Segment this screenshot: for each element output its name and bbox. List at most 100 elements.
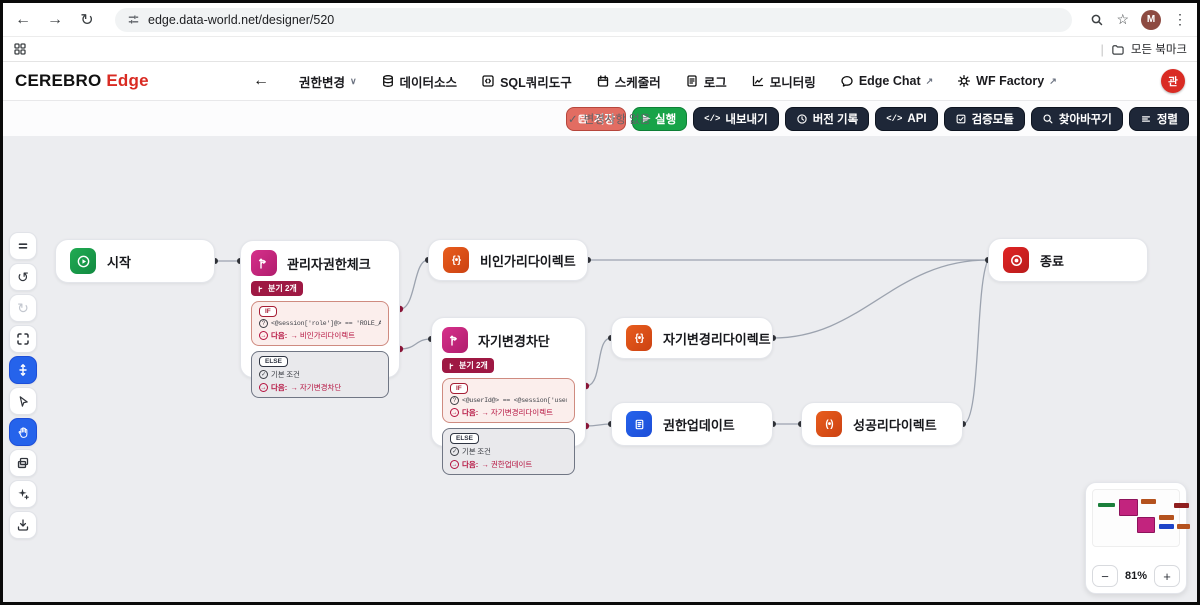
external-link-icon: ↗: [925, 75, 934, 86]
node-self-change-redirect[interactable]: {•} 자기변경리다이렉트: [611, 317, 773, 359]
user-role-badge[interactable]: 관: [1161, 69, 1185, 93]
validation-module-button[interactable]: 검증모듈: [943, 106, 1025, 131]
else-branch-box[interactable]: ELSE ✓ 기본 조건 → 다음: → 권한업데이트: [442, 428, 575, 475]
url-bar[interactable]: edge.data-world.net/designer/520: [115, 7, 1073, 32]
app-logo[interactable]: CEREBRO Edge: [15, 71, 149, 91]
condition-text: <@session['role']@> == 'ROLE_ADMIN': [271, 320, 381, 327]
pan-hand-tool[interactable]: [9, 418, 37, 446]
branch-count-badge: 분기 2개: [442, 358, 494, 373]
redo-icon: ↻: [17, 299, 29, 316]
redirect-icon: {•}: [626, 325, 652, 351]
nav-back-icon[interactable]: ←: [252, 72, 269, 89]
node-success-redirect[interactable]: (•) 성공리다이렉트: [801, 402, 963, 446]
vertical-fit-tool[interactable]: [9, 356, 37, 384]
minimap-icon: [17, 457, 29, 469]
search-icon: [1043, 113, 1053, 123]
nav-item-monitoring[interactable]: 모니터링: [751, 72, 816, 91]
back-icon[interactable]: ←: [15, 10, 31, 28]
redo-tool[interactable]: ↻: [9, 294, 37, 322]
undo-tool[interactable]: ↺: [9, 263, 37, 291]
node-title: 시작: [107, 254, 131, 270]
minimap-toggle-tool[interactable]: [9, 449, 37, 477]
nav-item-scheduler[interactable]: 스케줄러: [596, 72, 661, 91]
node-unauthorized-redirect[interactable]: {•} 비인가리다이렉트: [428, 239, 588, 281]
forward-icon[interactable]: →: [47, 10, 63, 28]
minimap-view[interactable]: [1092, 489, 1190, 547]
node-end[interactable]: 종료: [988, 238, 1148, 282]
menu-dots-icon[interactable]: ⋮: [1173, 11, 1187, 27]
chrome-actions: ☆ M ⋮: [1090, 9, 1187, 30]
sparkles-icon: [18, 488, 29, 500]
url-text: edge.data-world.net/designer/520: [148, 12, 335, 27]
nav-label: 데이터소스: [399, 75, 458, 90]
undo-icon: ↺: [17, 268, 29, 285]
workflow-canvas[interactable]: ↺ ↻: [3, 136, 1197, 602]
zoom-level: 81%: [1124, 570, 1148, 582]
start-play-icon: [70, 248, 96, 274]
button-label: 저장: [593, 113, 616, 126]
branch-mini-icon: [258, 285, 263, 292]
next-target: → 비인가리다이렉트: [290, 331, 356, 340]
node-title: 자기변경리다이렉트: [663, 331, 771, 347]
button-label: API: [907, 112, 927, 125]
api-button[interactable]: </> API: [875, 106, 938, 131]
select-cursor-tool[interactable]: [9, 387, 37, 415]
app-header: CEREBRO Edge ← 권한변경 ∨ 데이터소스 SQL쿼리도구 스케줄러: [3, 62, 1197, 101]
version-history-button[interactable]: 버전 기록: [784, 106, 870, 131]
apps-grid-icon[interactable]: [13, 42, 27, 56]
node-header: 관리자권한체크: [251, 250, 389, 276]
next-arrow-icon: →: [450, 408, 459, 417]
if-branch-box[interactable]: IF ? <@session['role']@> == 'ROLE_ADMIN'…: [251, 301, 389, 346]
profile-avatar[interactable]: M: [1141, 9, 1161, 30]
next-label: 다음:: [271, 331, 288, 340]
node-permission-update[interactable]: 권한업데이트: [611, 402, 773, 446]
else-branch-box[interactable]: ELSE ✓ 기본 조건 → 다음: → 자기변경차단: [251, 351, 389, 398]
question-icon: ?: [259, 319, 268, 328]
fit-view-icon: [17, 333, 29, 345]
nav-item-datasource[interactable]: 데이터소스: [381, 72, 458, 91]
zoom-in-button[interactable]: +: [1154, 565, 1180, 587]
zoom-out-button[interactable]: −: [1092, 565, 1118, 587]
minimap-node: [1159, 515, 1174, 520]
align-button[interactable]: 정렬: [1128, 106, 1189, 131]
save-button[interactable]: 저장: [565, 106, 627, 131]
redirect-icon: (•): [816, 411, 842, 437]
redirect-icon: {•}: [443, 247, 469, 273]
branch-mini-icon: [449, 362, 454, 369]
node-admin-permission-check[interactable]: 관리자권한체크 분기 2개 IF ? <@session['role']@> =…: [240, 240, 400, 398]
menu-tool[interactable]: [9, 232, 37, 260]
nav-item-wf-factory[interactable]: WF Factory ↗: [957, 74, 1057, 88]
node-header: 자기변경차단: [442, 327, 575, 353]
nav-item-workflow[interactable]: 권한변경 ∨: [299, 72, 357, 91]
node-self-change-block[interactable]: 자기변경차단 분기 2개 IF ? <@userId@> == <@sessio…: [431, 317, 586, 475]
export-button[interactable]: </> 내보내기: [693, 106, 779, 131]
button-label: 찾아바꾸기: [1058, 113, 1112, 126]
main-nav: ← 권한변경 ∨ 데이터소스 SQL쿼리도구 스케줄러 로그: [149, 72, 1161, 91]
tool-palette: ↺ ↻: [9, 232, 37, 539]
nav-item-sql-tool[interactable]: SQL쿼리도구: [481, 72, 572, 91]
log-document-icon: [687, 75, 697, 87]
bookmark-star-icon[interactable]: ☆: [1116, 11, 1129, 27]
minimap-node: [1137, 517, 1155, 533]
nav-item-edge-chat[interactable]: Edge Chat ↗: [840, 74, 933, 88]
ai-assist-tool[interactable]: [9, 480, 37, 508]
zoom-search-icon[interactable]: [1090, 13, 1104, 27]
node-title: 관리자권한체크: [287, 256, 371, 272]
fit-view-tool[interactable]: [9, 325, 37, 353]
next-target: → 권한업데이트: [481, 460, 533, 469]
next-label: 다음:: [462, 408, 479, 417]
change-status: ✓ 변경사항 없음: [568, 111, 650, 127]
if-tag: IF: [259, 306, 277, 317]
tune-icon: [128, 15, 139, 24]
download-tool[interactable]: [9, 511, 37, 539]
if-branch-box[interactable]: IF ? <@userId@> == <@session['userId']@>…: [442, 378, 575, 423]
find-replace-button[interactable]: 찾아바꾸기: [1030, 106, 1123, 131]
run-button[interactable]: ▶ 실행: [632, 106, 688, 131]
nav-item-log[interactable]: 로그: [685, 72, 727, 91]
nav-label: 모니터링: [769, 75, 816, 90]
next-line: → 다음: → 권한업데이트: [450, 459, 567, 470]
reload-icon[interactable]: ↻: [80, 11, 94, 29]
all-bookmarks[interactable]: | 모든 북마크: [1101, 41, 1188, 57]
play-icon: ▶: [643, 113, 650, 123]
node-start[interactable]: 시작: [55, 239, 215, 283]
